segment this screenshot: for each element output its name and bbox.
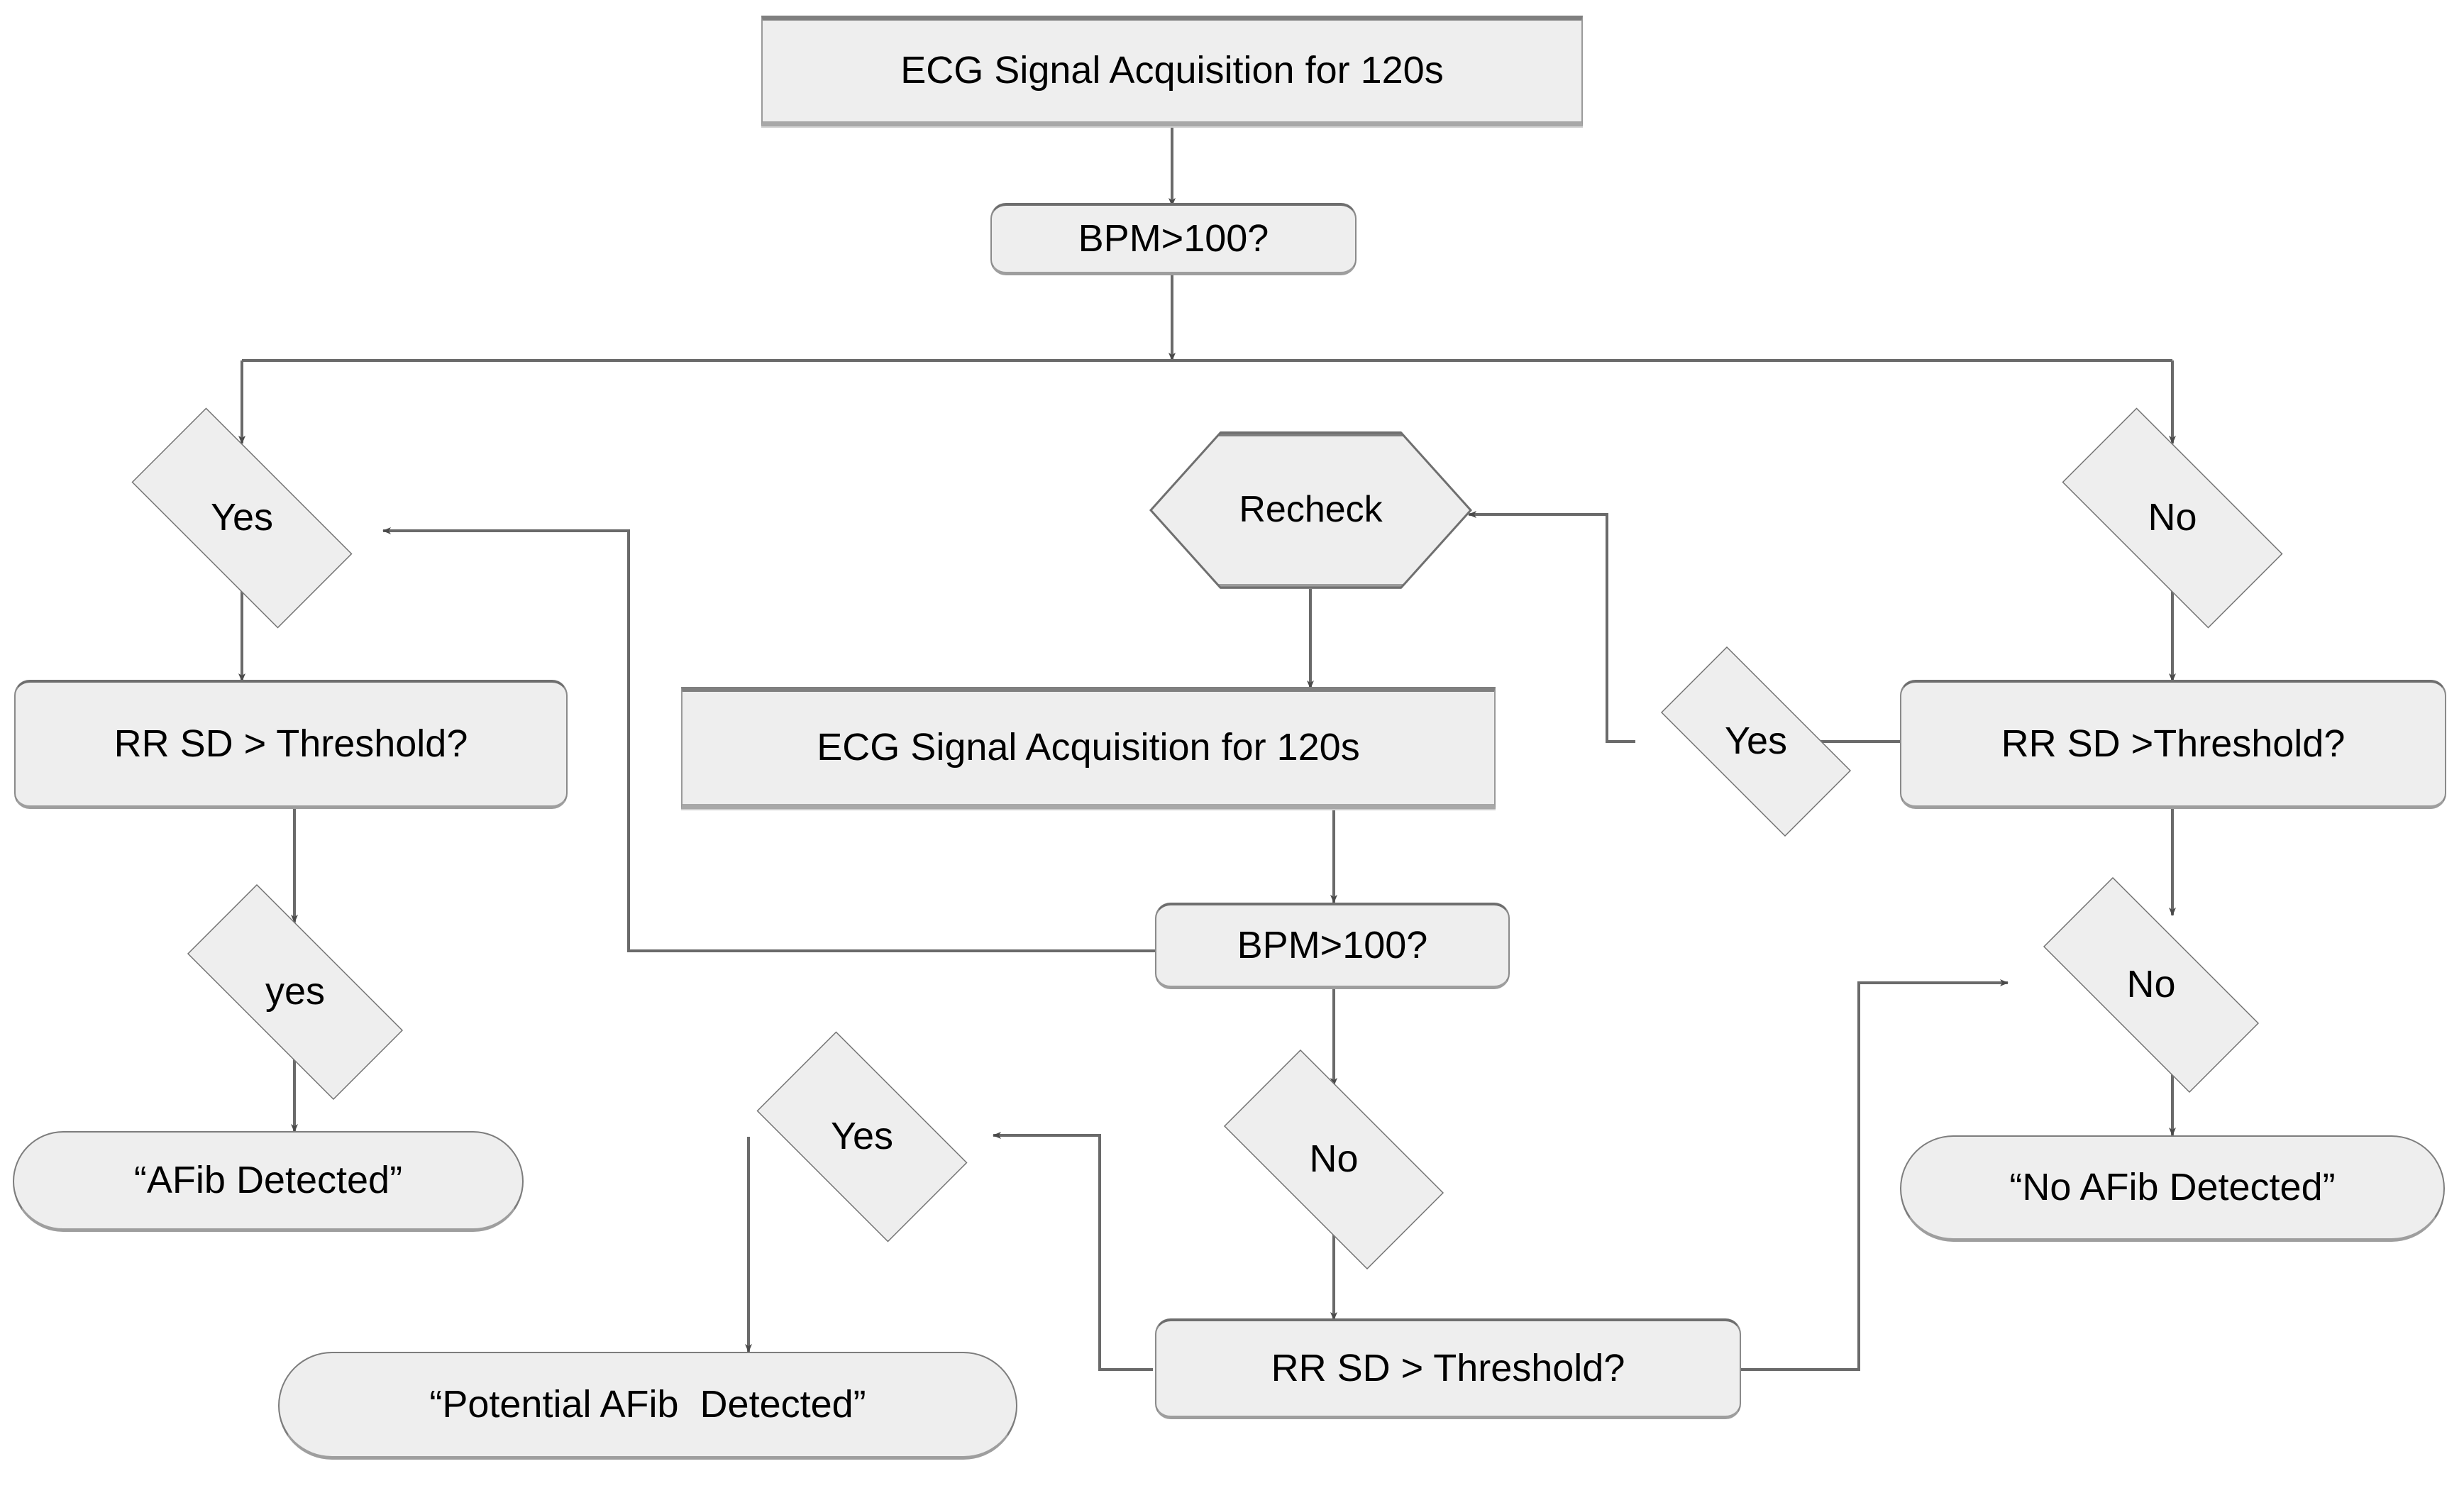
edge-rrsdC-yesC — [993, 1132, 1153, 1371]
node-label: ECG Signal Acquisition for 120s — [817, 726, 1360, 769]
node-label: Yes — [1724, 720, 1788, 763]
node-label: “Potential AFib Detected” — [429, 1382, 866, 1426]
node-label: RR SD >Threshold? — [2001, 722, 2346, 765]
node-label: BPM>100? — [1078, 216, 1269, 260]
node-potential-afib-detected[interactable]: “Potential AFib Detected” — [278, 1352, 1017, 1460]
node-label: ECG Signal Acquisition for 120s — [900, 49, 1444, 92]
node-decision-no-lower-right[interactable]: No — [2005, 877, 2297, 1093]
node-label: “No AFib Detected” — [2009, 1165, 2336, 1208]
node-decision-yes-center[interactable]: Yes — [731, 1031, 993, 1243]
node-label: Yes — [210, 496, 274, 539]
node-decision-yes-left[interactable]: Yes — [96, 407, 388, 629]
node-bpm-100-middle[interactable]: BPM>100? — [1155, 903, 1510, 989]
node-label: yes — [265, 970, 326, 1013]
node-rr-sd-threshold-center[interactable]: RR SD > Threshold? — [1155, 1318, 1741, 1419]
node-label: No — [2148, 496, 2197, 539]
node-decision-no-center[interactable]: No — [1190, 1049, 1477, 1269]
node-label: BPM>100? — [1237, 923, 1428, 966]
node-rr-sd-threshold-right[interactable]: RR SD >Threshold? — [1900, 680, 2446, 809]
node-no-afib-detected[interactable]: “No AFib Detected” — [1900, 1135, 2445, 1242]
node-label: No — [1309, 1137, 1359, 1181]
node-label: Yes — [830, 1115, 894, 1158]
node-decision-no-right[interactable]: No — [2026, 407, 2319, 629]
node-label: “AFib Detected” — [133, 1158, 403, 1201]
node-label: RR SD > Threshold? — [114, 722, 468, 765]
node-ecg-signal-acquisition-top[interactable]: ECG Signal Acquisition for 120s — [761, 16, 1583, 126]
node-label: RR SD > Threshold? — [1271, 1346, 1625, 1389]
node-decision-yes-right[interactable]: Yes — [1632, 646, 1880, 837]
node-ecg-signal-acquisition-middle[interactable]: ECG Signal Acquisition for 120s — [681, 687, 1496, 809]
node-decision-yes-lower-left[interactable]: yes — [149, 884, 441, 1100]
node-label: Recheck — [1239, 489, 1383, 531]
node-label: No — [2126, 963, 2176, 1006]
node-bpm-100-top[interactable]: BPM>100? — [990, 203, 1357, 275]
node-rr-sd-threshold-left[interactable]: RR SD > Threshold? — [14, 680, 568, 809]
node-recheck[interactable]: Recheck — [1149, 431, 1472, 589]
node-afib-detected[interactable]: “AFib Detected” — [13, 1131, 524, 1232]
